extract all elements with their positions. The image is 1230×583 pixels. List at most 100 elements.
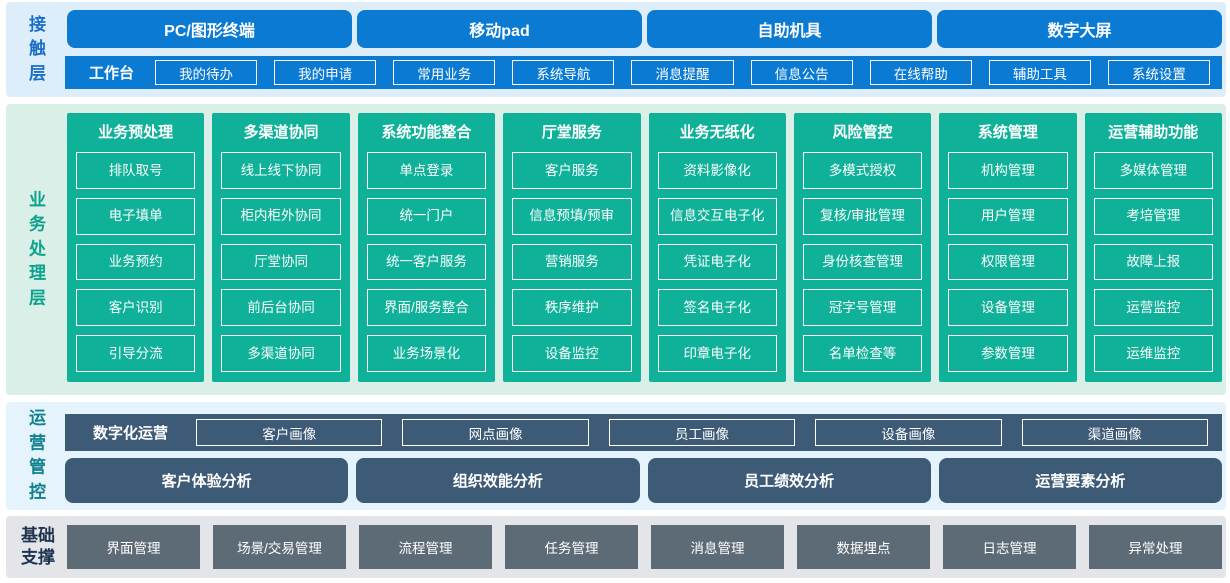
business-item[interactable]: 用户管理 bbox=[948, 197, 1068, 235]
operations-layer-label: 运营管控 bbox=[29, 408, 46, 502]
foundation-item-task[interactable]: 任务管理 bbox=[505, 525, 638, 569]
business-item[interactable]: 统一客户服务 bbox=[366, 243, 487, 281]
business-item[interactable]: 设备监控 bbox=[512, 335, 632, 372]
business-item[interactable]: 考培管理 bbox=[1093, 197, 1213, 235]
contact-layer-label: 接触层 bbox=[29, 14, 46, 83]
analysis-customer-experience[interactable]: 客户体验分析 bbox=[65, 458, 349, 503]
business-item[interactable]: 运营监控 bbox=[1093, 289, 1213, 327]
business-item[interactable]: 凭证电子化 bbox=[657, 243, 777, 281]
profile-item-channel[interactable]: 渠道画像 bbox=[1021, 419, 1208, 446]
business-column-paperless: 业务无纸化 资料影像化 信息交互电子化 凭证电子化 签名电子化 印章电子化 bbox=[648, 113, 786, 382]
digital-operations-bar: 数字化运营 客户画像 网点画像 员工画像 设备画像 渠道画像 bbox=[65, 414, 1222, 451]
workbench-label: 工作台 bbox=[89, 65, 135, 82]
profile-item-employee[interactable]: 员工画像 bbox=[608, 419, 796, 446]
business-column-title: 风险管控 bbox=[832, 123, 893, 141]
business-item[interactable]: 参数管理 bbox=[948, 335, 1068, 372]
business-item[interactable]: 多模式授权 bbox=[802, 152, 923, 189]
business-column-preprocessing: 业务预处理 排队取号 电子填单 业务预约 客户识别 引导分流 bbox=[67, 113, 205, 382]
analysis-employee-performance[interactable]: 员工绩效分析 bbox=[647, 458, 931, 503]
foundation-layer-label: 基础支撑 bbox=[21, 525, 55, 567]
business-item[interactable]: 身份核查管理 bbox=[802, 243, 923, 281]
operations-layer-band: 运营管控 数字化运营 客户画像 网点画像 员工画像 设备画像 渠道画像 客户体验… bbox=[6, 402, 1226, 510]
business-item[interactable]: 统一门户 bbox=[366, 197, 487, 235]
business-item[interactable]: 厅堂协同 bbox=[221, 243, 341, 281]
business-item[interactable]: 客户服务 bbox=[512, 152, 632, 189]
business-column-title: 厅堂服务 bbox=[541, 123, 602, 141]
workbench-item-common-business[interactable]: 常用业务 bbox=[393, 60, 496, 85]
business-item[interactable]: 电子填单 bbox=[76, 197, 196, 235]
business-item[interactable]: 前后台协同 bbox=[221, 289, 341, 327]
business-item[interactable]: 引导分流 bbox=[76, 335, 196, 372]
business-column-system-integration: 系统功能整合 单点登录 统一门户 统一客户服务 界面/服务整合 业务场景化 bbox=[357, 113, 496, 382]
foundation-item-message[interactable]: 消息管理 bbox=[651, 525, 784, 569]
workbench-item-notifications[interactable]: 消息提醒 bbox=[631, 60, 734, 85]
foundation-item-log[interactable]: 日志管理 bbox=[943, 525, 1076, 569]
business-item[interactable]: 秩序维护 bbox=[512, 289, 632, 327]
business-item[interactable]: 印章电子化 bbox=[657, 335, 777, 372]
terminal-row: PC/图形终端 移动pad 自助机具 数字大屏 bbox=[67, 10, 1222, 48]
business-item[interactable]: 界面/服务整合 bbox=[366, 289, 487, 327]
business-item[interactable]: 冠字号管理 bbox=[802, 289, 923, 327]
business-item[interactable]: 单点登录 bbox=[366, 152, 487, 189]
business-columns: 业务预处理 排队取号 电子填单 业务预约 客户识别 引导分流 多渠道协同 线上线… bbox=[67, 113, 1222, 382]
business-item[interactable]: 复核/审批管理 bbox=[802, 197, 923, 235]
terminal-button-bigscreen[interactable]: 数字大屏 bbox=[937, 10, 1222, 48]
terminal-button-selfservice[interactable]: 自助机具 bbox=[647, 10, 932, 48]
profile-item-device[interactable]: 设备画像 bbox=[815, 419, 1002, 446]
business-item[interactable]: 多媒体管理 bbox=[1093, 152, 1213, 189]
business-item[interactable]: 线上线下协同 bbox=[221, 152, 341, 189]
business-column-lobby-service: 厅堂服务 客户服务 信息预填/预审 营销服务 秩序维护 设备监控 bbox=[503, 113, 641, 382]
profile-item-customer[interactable]: 客户画像 bbox=[196, 419, 383, 446]
foundation-item-exception[interactable]: 异常处理 bbox=[1089, 525, 1222, 569]
analysis-row: 客户体验分析 组织效能分析 员工绩效分析 运营要素分析 bbox=[65, 458, 1222, 503]
business-item[interactable]: 营销服务 bbox=[512, 243, 632, 281]
business-column-title: 多渠道协同 bbox=[243, 123, 319, 141]
workbench-item-online-help[interactable]: 在线帮助 bbox=[869, 60, 972, 85]
profile-item-branch[interactable]: 网点画像 bbox=[402, 419, 589, 446]
business-item[interactable]: 业务预约 bbox=[76, 243, 196, 281]
business-item[interactable]: 信息交互电子化 bbox=[657, 197, 777, 235]
business-column-title: 业务无纸化 bbox=[679, 123, 755, 141]
foundation-layer-band: 基础支撑 界面管理 场景/交易管理 流程管理 任务管理 消息管理 数据埋点 日志… bbox=[6, 516, 1226, 578]
business-item[interactable]: 多渠道协同 bbox=[221, 335, 341, 372]
business-column-title: 运营辅助功能 bbox=[1108, 123, 1199, 141]
digital-operations-label: 数字化运营 bbox=[93, 425, 169, 442]
business-item[interactable]: 签名电子化 bbox=[657, 289, 777, 327]
business-item[interactable]: 排队取号 bbox=[76, 152, 196, 189]
workbench-item-settings[interactable]: 系统设置 bbox=[1107, 60, 1210, 85]
foundation-item-process[interactable]: 流程管理 bbox=[359, 525, 492, 569]
workbench-item-aux-tools[interactable]: 辅助工具 bbox=[988, 60, 1091, 85]
contact-layer-band: 接触层 PC/图形终端 移动pad 自助机具 数字大屏 工作台 我的待办 我的申… bbox=[6, 2, 1226, 97]
business-column-title: 系统功能整合 bbox=[381, 123, 472, 141]
workbench-item-todo[interactable]: 我的待办 bbox=[155, 60, 258, 85]
workbench-item-navigation[interactable]: 系统导航 bbox=[512, 60, 615, 85]
business-item[interactable]: 故障上报 bbox=[1093, 243, 1213, 281]
business-layer-band: 业务处理层 业务预处理 排队取号 电子填单 业务预约 客户识别 引导分流 多渠道… bbox=[6, 104, 1226, 395]
business-item[interactable]: 运维监控 bbox=[1093, 335, 1213, 372]
workbench-bar: 工作台 我的待办 我的申请 常用业务 系统导航 消息提醒 信息公告 在线帮助 辅… bbox=[65, 56, 1222, 89]
business-item[interactable]: 设备管理 bbox=[948, 289, 1068, 327]
business-item[interactable]: 客户识别 bbox=[76, 289, 196, 327]
foundation-item-scene-transaction[interactable]: 场景/交易管理 bbox=[213, 525, 346, 569]
business-item[interactable]: 信息预填/预审 bbox=[512, 197, 632, 235]
business-item[interactable]: 名单检查等 bbox=[802, 335, 923, 372]
terminal-button-pad[interactable]: 移动pad bbox=[357, 10, 642, 48]
business-column-title: 业务预处理 bbox=[98, 123, 174, 141]
business-item[interactable]: 柜内柜外协同 bbox=[221, 197, 341, 235]
terminal-button-pc[interactable]: PC/图形终端 bbox=[67, 10, 352, 48]
business-item[interactable]: 资料影像化 bbox=[657, 152, 777, 189]
business-column-ops-aux: 运营辅助功能 多媒体管理 考培管理 故障上报 运营监控 运维监控 bbox=[1084, 113, 1222, 382]
analysis-org-efficiency[interactable]: 组织效能分析 bbox=[356, 458, 640, 503]
business-item[interactable]: 业务场景化 bbox=[366, 335, 487, 372]
business-item[interactable]: 权限管理 bbox=[948, 243, 1068, 281]
business-column-risk-control: 风险管控 多模式授权 复核/审批管理 身份核查管理 冠字号管理 名单检查等 bbox=[793, 113, 932, 382]
workbench-item-announcements[interactable]: 信息公告 bbox=[750, 60, 853, 85]
analysis-ops-factors[interactable]: 运营要素分析 bbox=[938, 458, 1222, 503]
workbench-item-applications[interactable]: 我的申请 bbox=[274, 60, 377, 85]
business-layer-label: 业务处理层 bbox=[29, 189, 46, 308]
business-item[interactable]: 机构管理 bbox=[948, 152, 1068, 189]
business-column-title: 系统管理 bbox=[977, 123, 1038, 141]
foundation-items-row: 界面管理 场景/交易管理 流程管理 任务管理 消息管理 数据埋点 日志管理 异常… bbox=[67, 525, 1222, 569]
foundation-item-data-tracking[interactable]: 数据埋点 bbox=[797, 525, 930, 569]
foundation-item-ui[interactable]: 界面管理 bbox=[67, 525, 200, 569]
